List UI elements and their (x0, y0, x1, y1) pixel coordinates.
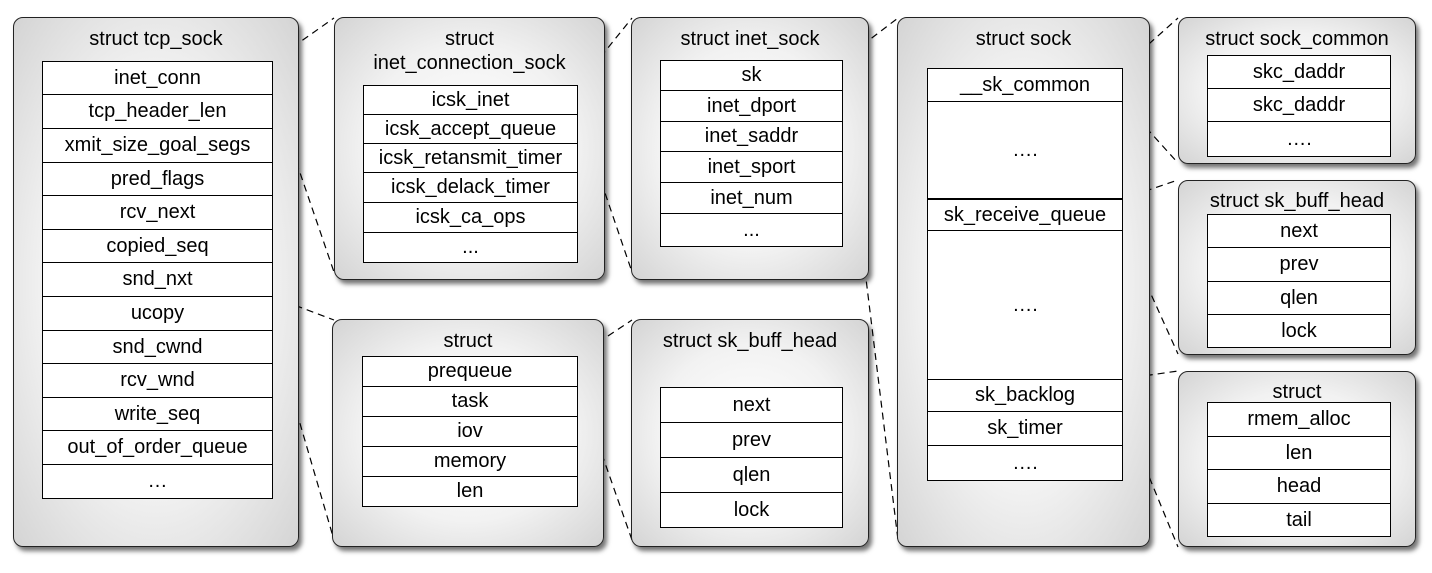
struct-title: struct inet_sock (680, 28, 820, 50)
struct-field: icsk_accept_queue (363, 114, 578, 144)
struct-field: snd_cwnd (42, 330, 273, 364)
struct-field: pred_flags (42, 162, 273, 196)
struct-field: sk_timer (927, 411, 1123, 446)
struct-field: len (362, 476, 578, 507)
struct-field: snd_nxt (42, 262, 273, 297)
struct-field: xmit_size_goal_segs (42, 128, 273, 163)
struct-field: tail (1207, 503, 1391, 537)
struct-field: lock (1207, 314, 1391, 348)
struct-field: prev (660, 422, 843, 458)
struct-field: rcv_next (42, 195, 273, 230)
struct-field: prequeue (362, 356, 578, 387)
struct-field: iov (362, 416, 578, 447)
struct-field: icsk_inet (363, 85, 578, 115)
struct-field: lock (660, 492, 843, 528)
struct-field: inet_sport (660, 151, 843, 183)
struct-field: head (1207, 469, 1391, 504)
struct-field: __sk_common (927, 68, 1123, 102)
struct-field: inet_conn (42, 61, 273, 95)
struct-field: …. (927, 230, 1123, 380)
struct-title: struct sock (975, 28, 1072, 50)
struct-field: sk_backlog (927, 379, 1123, 412)
struct-field: copied_seq (42, 229, 273, 263)
struct-field: ucopy (42, 296, 273, 331)
struct-field: next (1207, 214, 1391, 248)
struct-field: sk_receive_queue (927, 199, 1123, 231)
struct-title: struct (1272, 381, 1322, 403)
struct-title: struct sk_buff_head (662, 330, 838, 352)
struct-field: rcv_wnd (42, 363, 273, 398)
struct-field: sk (660, 60, 843, 91)
struct-field: inet_saddr (660, 121, 843, 152)
struct-field: ... (363, 232, 578, 263)
struct-title: struct inet_connection_sock (373, 28, 566, 74)
struct-field: len (1207, 436, 1391, 470)
struct-field: …. (927, 101, 1123, 199)
struct-field: rmem_alloc (1207, 402, 1391, 437)
struct-title: struct (443, 330, 493, 352)
struct-field: task (362, 386, 578, 417)
struct-field: out_of_order_queue (42, 430, 273, 465)
struct-field: tcp_header_len (42, 94, 273, 129)
struct-field: inet_num (660, 182, 843, 214)
struct-field: qlen (1207, 281, 1391, 315)
struct-field: …. (927, 445, 1123, 481)
struct-field: icsk_ca_ops (363, 202, 578, 233)
struct-field: prev (1207, 247, 1391, 282)
struct-field: qlen (660, 457, 843, 493)
struct-field: skc_daddr (1207, 55, 1391, 89)
struct-title: struct tcp_sock (89, 28, 223, 50)
struct-field: …. (1207, 121, 1391, 157)
struct-field: memory (362, 446, 578, 477)
struct-field: … (42, 464, 273, 499)
struct-field: icsk_delack_timer (363, 172, 578, 203)
struct-field: inet_dport (660, 90, 843, 122)
struct-title: struct sock_common (1205, 28, 1389, 50)
struct-title: struct sk_buff_head (1209, 190, 1385, 212)
struct-field: write_seq (42, 397, 273, 431)
struct-field: icsk_retansmit_timer (363, 143, 578, 173)
struct-field: next (660, 387, 843, 423)
struct-field: skc_daddr (1207, 88, 1391, 122)
struct-field: ... (660, 213, 843, 247)
